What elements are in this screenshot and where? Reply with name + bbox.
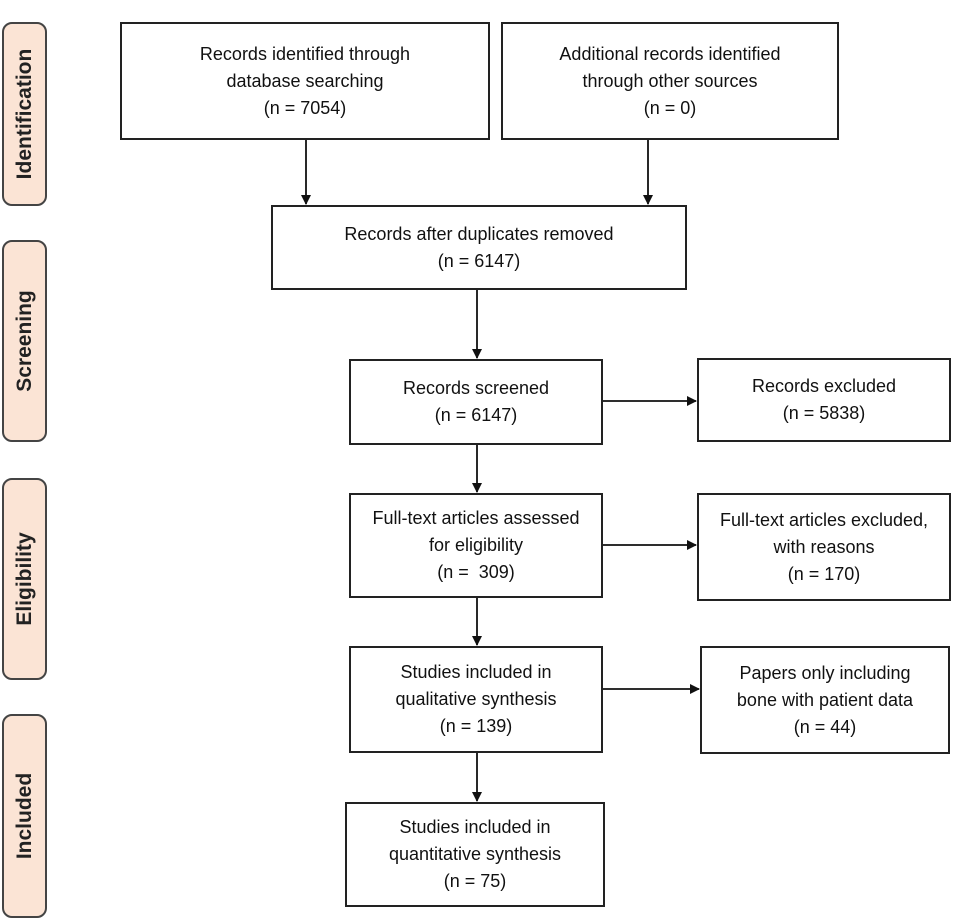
stage-screening: Screening bbox=[2, 240, 47, 442]
bone-patient-count: (n = 44) bbox=[793, 716, 857, 737]
fulltext-assessed-line1: Full-text articles assessed bbox=[372, 508, 580, 528]
qualitative-line1: Studies included in bbox=[400, 662, 552, 682]
stage-identification: Identification bbox=[2, 22, 47, 206]
fulltext-assessed-line2: for eligibility bbox=[428, 535, 524, 555]
stage-identification-label: Identification bbox=[12, 48, 36, 180]
duplicates-removed-box: Records after duplicates removed (n = 61… bbox=[271, 205, 687, 290]
bone-patient-line2: bone with patient data bbox=[736, 689, 914, 710]
bone-patient-box: Papers only including bone with patient … bbox=[700, 646, 950, 754]
quantitative-line2: quantitative synthesis bbox=[388, 844, 562, 864]
bone-patient-line1: Papers only including bbox=[739, 662, 911, 683]
fulltext-excluded-box: Full-text articles excluded, with reason… bbox=[697, 493, 951, 601]
fulltext-assessed-count: (n = 309) bbox=[437, 562, 515, 582]
fulltext-excluded-line2: with reasons bbox=[773, 536, 875, 557]
fulltext-assessed-box: Full-text articles assessed for eligibil… bbox=[349, 493, 603, 598]
db-search-count: (n = 7054) bbox=[263, 97, 347, 118]
duplicates-removed-count: (n = 6147) bbox=[437, 250, 521, 271]
screened-count: (n = 6147) bbox=[434, 405, 518, 425]
qualitative-count: (n = 139) bbox=[439, 716, 513, 736]
other-sources-count: (n = 0) bbox=[643, 97, 697, 118]
duplicates-removed-line1: Records after duplicates removed bbox=[344, 223, 614, 244]
excluded-count: (n = 5838) bbox=[782, 403, 866, 423]
fulltext-excluded-count: (n = 170) bbox=[787, 563, 861, 584]
stage-eligibility: Eligibility bbox=[2, 478, 47, 680]
db-search-line2: database searching bbox=[226, 70, 384, 91]
qualitative-synthesis-box: Studies included in qualitative synthesi… bbox=[349, 646, 603, 753]
stage-eligibility-label: Eligibility bbox=[12, 532, 36, 626]
other-sources-line1: Additional records identified bbox=[559, 43, 781, 64]
stage-included: Included bbox=[2, 714, 47, 918]
excluded-box: Records excluded (n = 5838) bbox=[697, 358, 951, 442]
stage-screening-label: Screening bbox=[12, 290, 36, 392]
fulltext-excluded-line1: Full-text articles excluded, bbox=[719, 509, 929, 530]
other-sources-line2: through other sources bbox=[582, 70, 758, 91]
quantitative-line1: Studies included in bbox=[399, 817, 551, 837]
stage-included-label: Included bbox=[12, 772, 36, 860]
other-sources-box: Additional records identified through ot… bbox=[501, 22, 839, 140]
excluded-line1: Records excluded bbox=[751, 376, 897, 396]
qualitative-line2: qualitative synthesis bbox=[395, 689, 557, 709]
screened-box: Records screened (n = 6147) bbox=[349, 359, 603, 445]
db-search-line1: Records identified through bbox=[199, 43, 411, 64]
screened-line1: Records screened bbox=[402, 378, 550, 398]
db-search-box: Records identified through database sear… bbox=[120, 22, 490, 140]
quantitative-count: (n = 75) bbox=[443, 871, 507, 891]
quantitative-synthesis-box: Studies included in quantitative synthes… bbox=[345, 802, 605, 907]
